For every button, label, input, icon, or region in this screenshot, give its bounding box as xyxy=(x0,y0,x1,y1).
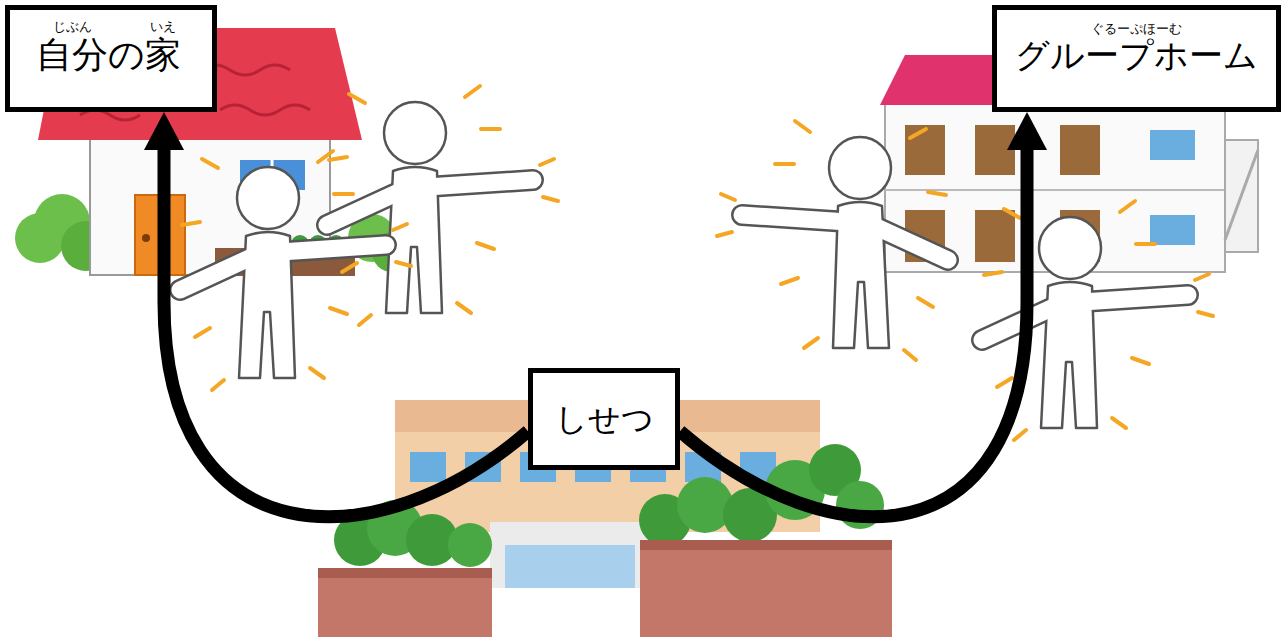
arrow-shaft xyxy=(164,146,528,517)
facility-building-part xyxy=(505,545,635,588)
place-box: じぶん いえ自分の家 xyxy=(5,5,217,112)
group-home-building-part xyxy=(1225,140,1258,252)
people xyxy=(180,86,1213,440)
people-part xyxy=(180,151,411,390)
group-home-building-part xyxy=(885,189,1225,191)
facility-building-part xyxy=(490,522,650,588)
arrow-shaft xyxy=(680,146,1027,517)
place-label: グループホーム xyxy=(1015,36,1258,75)
ruby-reading: じぶん xyxy=(53,20,92,33)
facility-building-part xyxy=(318,568,492,637)
ruby-reading: いえ xyxy=(150,20,176,33)
group-home-building-part xyxy=(975,210,1015,262)
group-home-building-part xyxy=(1060,125,1100,175)
people-part xyxy=(717,121,948,360)
facility-building-part xyxy=(677,477,733,533)
place-box: しせつ xyxy=(528,368,680,470)
ruby-reading: ぐるーぷほーむ xyxy=(1091,22,1182,35)
place-label: 自分の家 xyxy=(36,34,181,75)
facility-building-part xyxy=(448,523,492,567)
arrow-head xyxy=(144,112,184,150)
place-box: ぐるーぷほーむグループホーム xyxy=(992,5,1281,112)
facility-building-part xyxy=(640,540,892,637)
curved-arrow xyxy=(680,112,1047,517)
facility-building-part xyxy=(410,452,446,482)
arrow-head xyxy=(1007,112,1047,150)
group-home-building-part xyxy=(905,125,945,175)
place-label: しせつ xyxy=(555,401,654,438)
curved-arrow xyxy=(144,112,528,517)
facility-building-part xyxy=(640,540,892,550)
group-home-building-part xyxy=(1225,150,1258,240)
house-part xyxy=(142,234,150,242)
people-part xyxy=(327,86,558,325)
facility-building-part xyxy=(318,568,492,578)
group-home-building-part xyxy=(1150,130,1195,160)
facility-building xyxy=(318,400,892,637)
group-home-building-part xyxy=(1150,215,1195,245)
